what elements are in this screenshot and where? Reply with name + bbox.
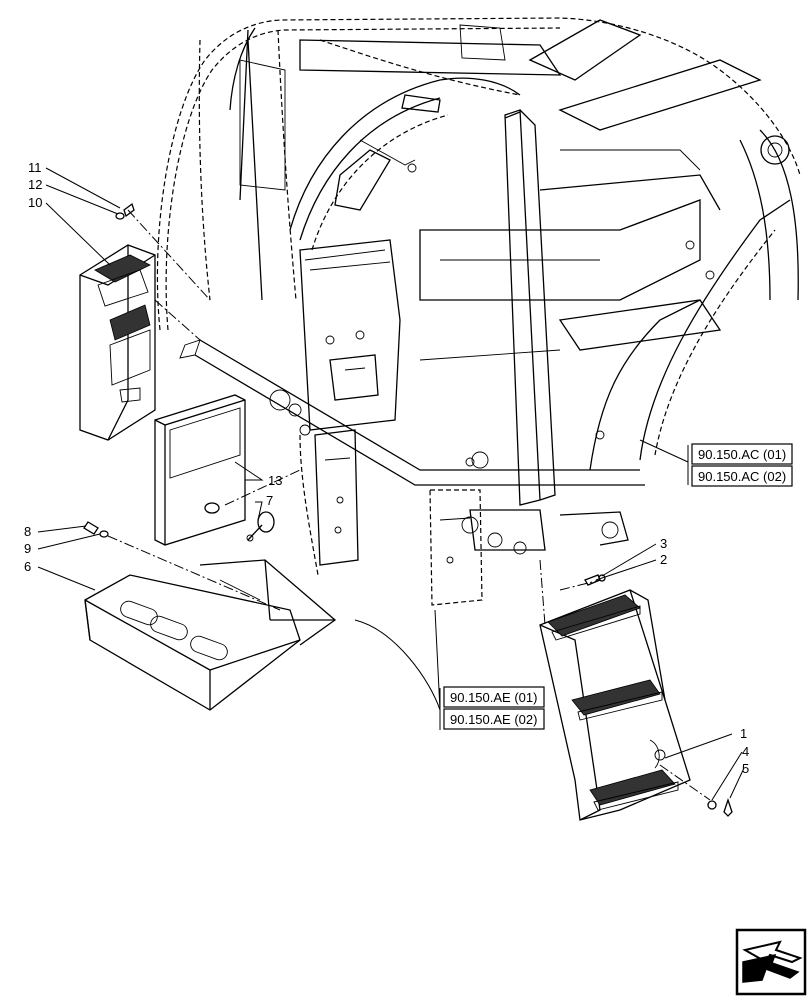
next-page-arrow-icon[interactable] xyxy=(735,928,807,996)
part-11-bolt xyxy=(123,202,135,218)
callout-6: 6 xyxy=(24,559,31,574)
part-7-lock-pin xyxy=(246,511,275,542)
part-12-washer xyxy=(115,212,125,220)
callout-5: 5 xyxy=(742,761,749,776)
ref-ac-01[interactable]: 90.150.AC (01) xyxy=(698,447,786,462)
callout-9: 9 xyxy=(24,541,31,556)
callout-12: 12 xyxy=(28,177,42,192)
cab-frame xyxy=(156,17,801,606)
ref-ac-02[interactable]: 90.150.AC (02) xyxy=(698,469,786,484)
part-2-bolt xyxy=(584,574,601,586)
callout-7: 7 xyxy=(266,493,273,508)
leader-lines xyxy=(37,167,745,801)
callout-11: 11 xyxy=(28,160,42,175)
reference-90-150-ac[interactable]: 90.150.AC (01) 90.150.AC (02) xyxy=(687,443,793,487)
callout-labels: 11 12 10 13 7 8 9 6 3 2 1 4 5 xyxy=(24,160,749,776)
callout-2: 2 xyxy=(660,552,667,567)
callout-13: 13 xyxy=(268,473,282,488)
callout-8: 8 xyxy=(24,524,31,539)
part-10-storage-box xyxy=(79,244,156,441)
part-13-cover-plate xyxy=(154,394,246,546)
part-4-washer xyxy=(707,800,717,810)
assembly-lines xyxy=(107,209,711,801)
part-3-washer xyxy=(598,574,606,582)
part-5-bolt xyxy=(723,797,733,817)
ref-ae-01[interactable]: 90.150.AE (01) xyxy=(450,690,537,705)
reference-90-150-ae[interactable]: 90.150.AE (01) 90.150.AE (02) xyxy=(439,686,545,730)
part-1-step-ladder xyxy=(539,589,691,821)
callout-4: 4 xyxy=(742,744,749,759)
callout-1: 1 xyxy=(740,726,747,741)
part-6-platform xyxy=(84,559,337,711)
ref-ae-02[interactable]: 90.150.AE (02) xyxy=(450,712,537,727)
callout-3: 3 xyxy=(660,536,667,551)
callout-10: 10 xyxy=(28,195,42,210)
